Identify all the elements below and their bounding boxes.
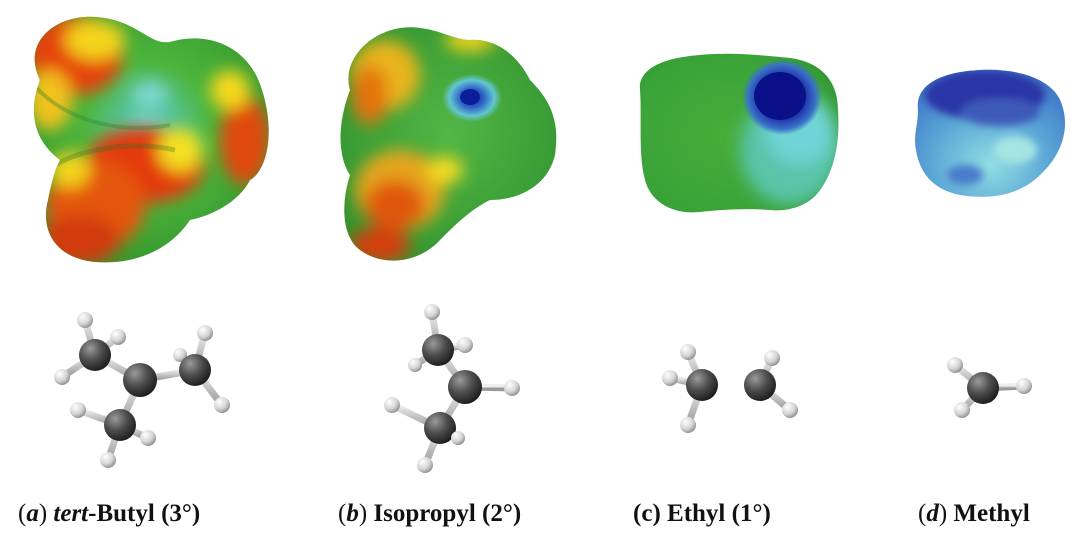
caption-order: (3°) — [161, 500, 201, 527]
potential-map-methyl — [915, 69, 1066, 197]
caption-italic-prefix: tert — [53, 500, 89, 527]
caption-name: Isopropyl — [373, 500, 476, 527]
potential-map-isopropyl — [340, 27, 557, 261]
caption-order: (2°) — [482, 500, 522, 527]
potential-map-tert-butyl — [33, 16, 269, 263]
ball-and-stick-tert-butyl — [54, 312, 230, 468]
ball-and-stick-methyl — [947, 357, 1032, 418]
caption-isopropyl: (b) Isopropyl (2°) — [338, 500, 522, 527]
caption-ethyl: (c) Ethyl (1°) — [633, 500, 771, 527]
potential-map-ethyl — [639, 53, 839, 213]
ball-and-stick-ethyl — [662, 344, 798, 433]
caption-letter: d — [926, 500, 939, 527]
caption-name: -Butyl — [88, 500, 155, 527]
ball-and-stick-isopropyl — [384, 304, 520, 473]
caption-tert-butyl: (a) tert-Butyl (3°) — [18, 500, 201, 527]
caption-methyl: (d) Methyl — [918, 500, 1030, 527]
caption-order: (1°) — [731, 500, 771, 527]
caption-letter: a — [26, 500, 39, 527]
caption-letter: b — [346, 500, 359, 527]
caption-name: Methyl — [953, 500, 1030, 527]
caption-name: Ethyl — [667, 500, 726, 527]
caption-letter: c — [641, 500, 653, 527]
